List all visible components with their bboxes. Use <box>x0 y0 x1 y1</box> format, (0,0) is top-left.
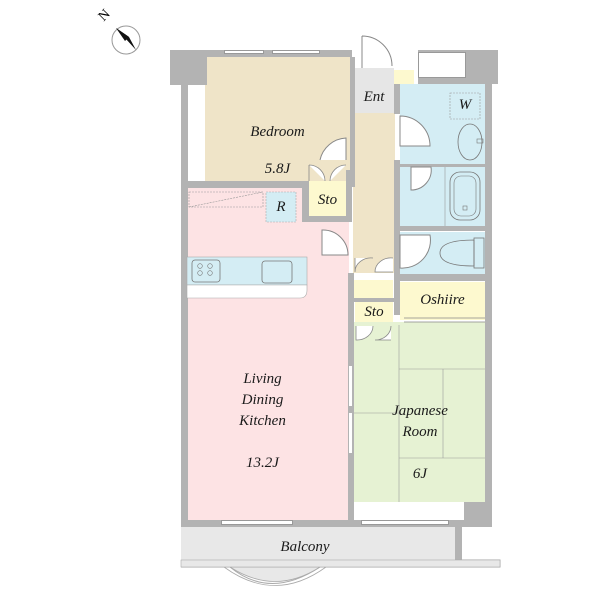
japanese-room-alcove <box>354 502 464 520</box>
ldk-size: 13.2J <box>246 455 279 471</box>
wall <box>394 84 400 114</box>
wall <box>353 298 395 302</box>
storage-1-label: Sto <box>317 192 338 208</box>
bedroom-size: 5.8J <box>264 161 291 178</box>
japanese-room-name: Japanese Room <box>392 403 448 440</box>
wall <box>181 520 481 527</box>
refrigerator-label: R <box>276 199 286 215</box>
storage-2-label: Sto <box>364 304 384 320</box>
hallway <box>353 113 395 273</box>
wall <box>302 216 352 222</box>
bedroom-name: Bedroom <box>250 123 305 140</box>
room-storage-2 <box>353 280 393 300</box>
wall <box>350 57 355 187</box>
compass: N <box>96 6 146 56</box>
japanese-room-label: Japanese Room 6J <box>360 380 480 485</box>
bedroom-label: Bedroom 5.8J <box>215 104 340 179</box>
wall <box>455 527 462 567</box>
room-storage-1 <box>309 181 346 218</box>
wall <box>187 181 309 188</box>
room-bedroom <box>205 57 350 182</box>
window <box>418 52 466 78</box>
window <box>221 520 293 525</box>
ldk-label: Living Dining Kitchen 13.2J <box>200 348 325 474</box>
window <box>224 50 264 54</box>
ldk-name: Living Dining Kitchen <box>239 371 286 429</box>
entrance-label: Ent <box>363 89 385 105</box>
wall <box>181 85 188 525</box>
wall <box>170 50 207 85</box>
wall <box>394 160 400 315</box>
window <box>272 50 320 54</box>
balcony-label: Balcony <box>280 539 330 555</box>
room-oshiire <box>400 282 485 320</box>
japanese-room-size: 6J <box>412 466 428 482</box>
washroom-label: W <box>458 97 472 113</box>
north-arrow-icon <box>111 25 141 55</box>
wall <box>485 84 492 504</box>
wall <box>346 170 352 222</box>
wall <box>302 181 309 221</box>
wall <box>400 274 485 281</box>
wall <box>400 164 485 167</box>
room-japanese <box>354 322 485 502</box>
window <box>361 520 449 525</box>
oshiire-label: Oshiire <box>420 292 465 308</box>
room-entrance <box>354 68 394 113</box>
wall <box>400 226 485 231</box>
